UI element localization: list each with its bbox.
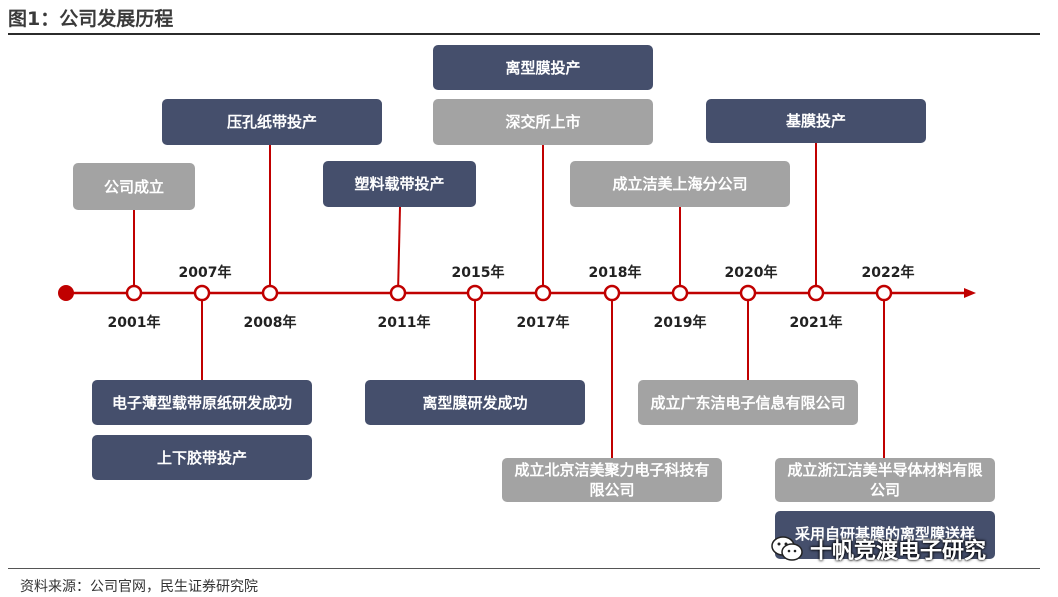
node-2020 [739, 284, 757, 302]
event-2018-beijing-subsidiary: 成立北京洁美聚力电子科技有限公司 [502, 458, 722, 502]
year-label-2015: 2015年 [451, 265, 505, 281]
node-2018 [603, 284, 621, 302]
event-2001-founded: 公司成立 [73, 163, 195, 210]
connector-2011 [397, 206, 401, 294]
event-2019-shanghai-branch: 成立洁美上海分公司 [570, 161, 790, 207]
node-2007 [193, 284, 211, 302]
event-2020-guangdong-subsidiary: 成立广东洁电子信息有限公司 [638, 380, 858, 425]
event-2008-pressed-paper-tape: 压孔纸带投产 [162, 99, 382, 145]
timeline-arrowhead [964, 288, 976, 298]
watermark: 十帆竞渡电子研究 [770, 533, 986, 565]
year-label-2001: 2001年 [107, 315, 161, 331]
event-2011-plastic-carrier-tape: 塑料载带投产 [323, 161, 476, 207]
node-2017 [534, 284, 552, 302]
wechat-icon [771, 536, 803, 561]
node-2021 [807, 284, 825, 302]
node-2008 [261, 284, 279, 302]
year-label-2011: 2011年 [377, 315, 431, 331]
year-label-2007: 2007年 [178, 265, 232, 281]
timeline-start-dot [58, 285, 74, 301]
year-label-2022: 2022年 [861, 265, 915, 281]
event-2017-release-film-production: 离型膜投产 [433, 45, 653, 90]
event-2017-szse-listing: 深交所上市 [433, 99, 653, 145]
event-2021-base-film-production: 基膜投产 [706, 99, 926, 143]
event-2015-release-film-rd: 离型膜研发成功 [365, 380, 585, 425]
bottom-rule [8, 568, 1040, 569]
event-2007-adhesive-tape: 上下胶带投产 [92, 435, 312, 480]
node-2022 [875, 284, 893, 302]
figure-title: 图1：公司发展历程 [8, 8, 174, 30]
year-label-2018: 2018年 [588, 265, 642, 281]
event-2022-self-developed-film-sample: 采用自研基膜的离型膜送样 [775, 511, 995, 559]
top-rule [8, 33, 1040, 35]
year-label-2020: 2020年 [724, 265, 778, 281]
year-label-2017: 2017年 [516, 315, 570, 331]
node-2001 [125, 284, 143, 302]
year-label-2021: 2021年 [789, 315, 843, 331]
year-label-2008: 2008年 [243, 315, 297, 331]
event-2007-thin-carrier-paper: 电子薄型载带原纸研发成功 [92, 380, 312, 425]
node-2015 [466, 284, 484, 302]
node-2019 [671, 284, 689, 302]
event-2022-zhejiang-subsidiary: 成立浙江洁美半导体材料有限公司 [775, 458, 995, 502]
node-2011 [389, 284, 407, 302]
source-note: 资料来源：公司官网，民生证券研究院 [20, 579, 258, 595]
watermark-text: 十帆竞渡电子研究 [810, 539, 987, 564]
year-label-2019: 2019年 [653, 315, 707, 331]
